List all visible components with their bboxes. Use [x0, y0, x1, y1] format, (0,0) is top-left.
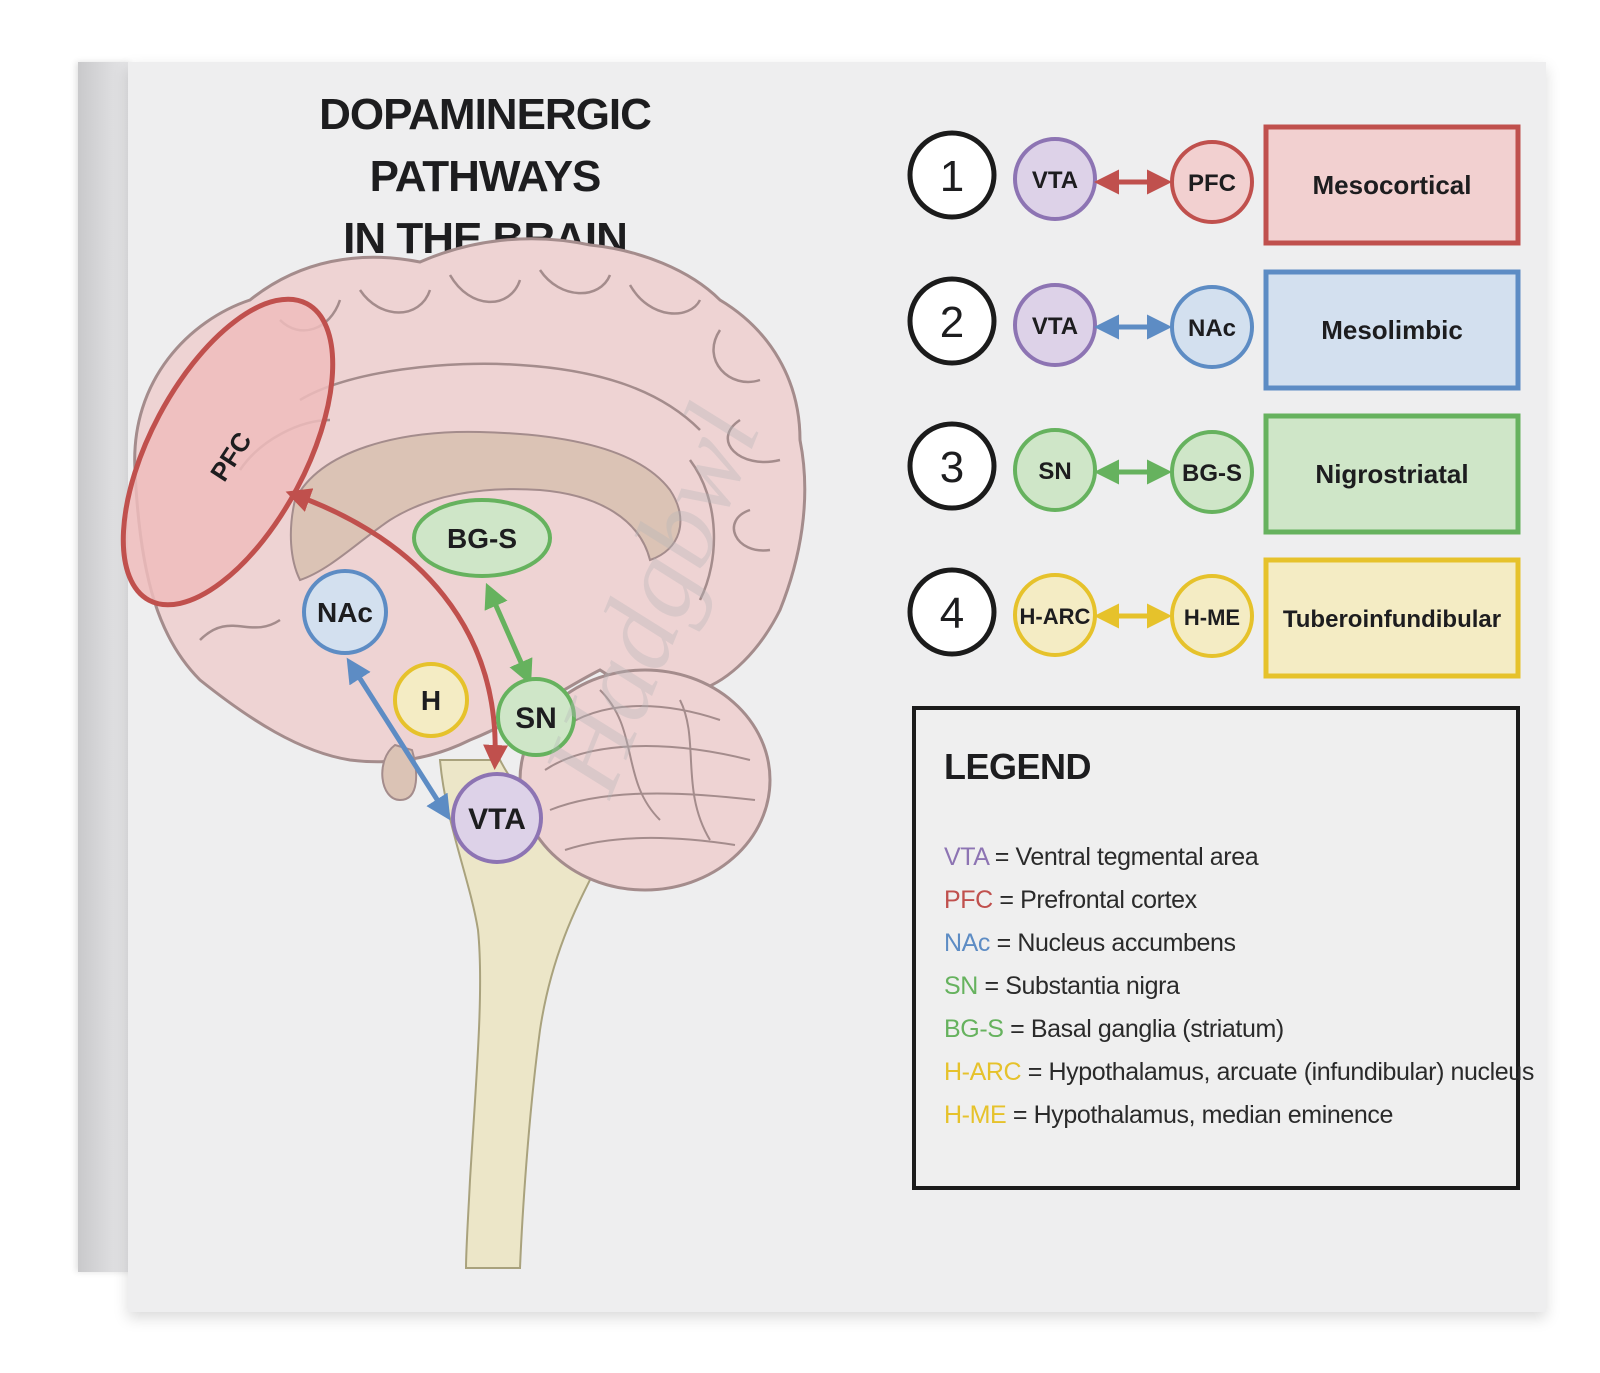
legend-box: LEGEND VTA = Ventral tegmental area PFC …: [912, 706, 1534, 1190]
pathway-name-box: [1263, 269, 1521, 391]
pathway-name-box: [1263, 124, 1521, 246]
legend-desc: = Hypothalamus, median eminence: [1012, 1101, 1394, 1129]
pathway-number-circle: [907, 421, 997, 511]
legend-abbr: SN: [944, 972, 978, 1000]
pathway-to-label: H-ME: [1184, 605, 1240, 630]
bgs-node-label: BG-S: [447, 523, 517, 554]
legend-abbr: H-ARC: [944, 1058, 1022, 1086]
legend-desc: = Nucleus accumbens: [996, 929, 1236, 957]
pathway-to-node: [1170, 574, 1254, 658]
bgs-node: [412, 498, 552, 578]
sn-node-label: SN: [515, 702, 557, 735]
pathway-number: 2: [940, 298, 964, 347]
pathway-name: Tuberoinfundibular: [1283, 606, 1501, 633]
legend-desc: = Basal ganglia (striatum): [1010, 1015, 1284, 1043]
nigrostriatal-arrow: [484, 582, 533, 686]
mesolimbic-arrow: [346, 657, 451, 821]
legend-list: VTA = Ventral tegmental area PFC = Prefr…: [944, 836, 1534, 1137]
pathway-to-node: [1170, 140, 1254, 224]
h-node-label: H: [421, 685, 441, 716]
legend-entry: BG-S = Basal ganglia (striatum): [944, 1008, 1534, 1051]
pathway-name-box: [1263, 413, 1521, 535]
legend-entry: PFC = Prefrontal cortex: [944, 879, 1534, 922]
pathway-row-2: 2 VTA NAc Mesolimbic: [907, 269, 1521, 391]
pathway-number-circle: [907, 130, 997, 220]
legend-abbr: H-ME: [944, 1101, 1007, 1129]
legend-desc: = Hypothalamus, arcuate (infundibular) n…: [1027, 1058, 1535, 1086]
mesocortical-arrow: [285, 488, 509, 770]
cerebellum: [518, 668, 772, 892]
pathway-to-node: [1170, 430, 1254, 514]
pituitary: [381, 743, 418, 802]
pathway-name-box: [1263, 557, 1521, 679]
pathway-from-label: VTA: [1032, 167, 1078, 194]
pathway-from-label: SN: [1038, 458, 1071, 485]
pathway-number: 4: [940, 589, 964, 638]
nac-node: [302, 569, 388, 655]
pathway-to-node: [1170, 285, 1254, 369]
legend-abbr: NAc: [944, 929, 991, 957]
pathway-number: 3: [940, 443, 964, 492]
legend-abbr: VTA: [944, 843, 989, 871]
canvas-side-edge: [78, 62, 132, 1272]
pathway-number: 1: [940, 152, 964, 201]
pathway-to-label: PFC: [1188, 170, 1236, 197]
vta-node: [451, 772, 543, 864]
pathway-number-circle: [907, 567, 997, 657]
pathway-name: Nigrostriatal: [1315, 459, 1468, 489]
legend-entry: H-ME = Hypothalamus, median eminence: [944, 1094, 1534, 1137]
pathway-to-label: BG-S: [1182, 460, 1242, 487]
legend-desc: = Prefrontal cortex: [999, 886, 1197, 914]
pathway-row-4: 4 H-ARC H-ME Tuberoinfundibular: [907, 557, 1521, 679]
pathway-name: Mesolimbic: [1321, 315, 1463, 345]
legend-desc: = Substantia nigra: [984, 972, 1180, 1000]
sn-node: [496, 677, 576, 757]
legend-entry: NAc = Nucleus accumbens: [944, 922, 1534, 965]
nac-node-label: NAc: [317, 597, 373, 628]
legend-entry: VTA = Ventral tegmental area: [944, 836, 1534, 879]
pathway-row-1: 1 VTA PFC Mesocortical: [907, 124, 1521, 246]
pathway-row-3: 3 SN BG-S Nigrostriatal: [907, 413, 1521, 535]
pathway-number-circle: [907, 276, 997, 366]
legend-desc: = Ventral tegmental area: [994, 843, 1259, 871]
pathway-to-label: NAc: [1188, 315, 1236, 342]
vta-node-label: VTA: [468, 803, 526, 836]
legend-abbr: BG-S: [944, 1015, 1004, 1043]
h-node: [393, 662, 469, 738]
legend-entry: H-ARC = Hypothalamus, arcuate (infundibu…: [944, 1051, 1534, 1094]
legend-abbr: PFC: [944, 886, 993, 914]
legend-entry: SN = Substantia nigra: [944, 965, 1534, 1008]
pathway-name: Mesocortical: [1313, 170, 1472, 200]
pathway-from-label: VTA: [1032, 313, 1078, 340]
title-line-1: DOPAMINERGIC PATHWAYS: [319, 90, 652, 201]
legend-title: LEGEND: [944, 746, 1092, 787]
pathway-from-label: H-ARC: [1020, 604, 1091, 629]
